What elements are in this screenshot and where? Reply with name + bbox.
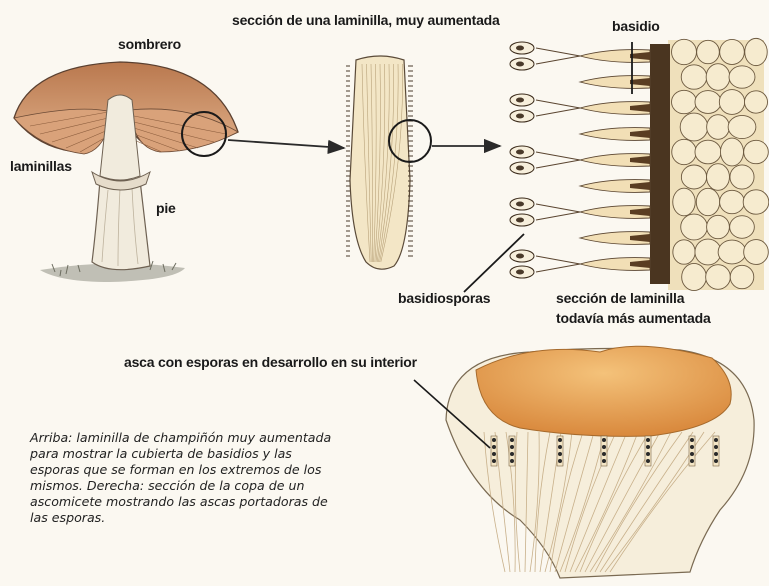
mushroom-gills-left [14,109,112,154]
label-basidio: basidio [612,18,660,34]
figure-caption: Arriba: laminilla de champiñón muy aumen… [30,430,430,526]
caption-line: esporas que se forman en los extremos de… [30,462,430,478]
caption-line: Arriba: laminilla de champiñón muy aumen… [30,430,430,446]
caption-line: mismos. Derecha: sección de la copa de u… [30,478,430,494]
caption-line: ascomicete mostrando las ascas portadora… [30,494,430,510]
basidiospore-pointer [464,234,524,292]
label-asca: asca con esporas en desarrollo en su int… [124,354,417,370]
label-sombrero: sombrero [118,36,181,52]
label-seccion-mas-1: sección de laminilla [556,290,684,306]
label-laminillas: laminillas [10,158,72,174]
label-seccion-laminilla: sección de una laminilla, muy aumentada [232,12,500,28]
label-seccion-mas-2: todavía más aumentada [556,310,711,326]
label-basidiosporas: basidiosporas [398,290,490,306]
caption-line: para mostrar la cubierta de basidios y l… [30,446,430,462]
ascomycete-cup-illustration [414,346,754,578]
cup-hymenium [476,346,731,436]
basidia-section-illustration [464,38,769,292]
label-pie: pie [156,200,176,216]
gill-section-shape [350,56,410,269]
caption-line: las esporas. [30,510,430,526]
gill-section-illustration [346,56,431,269]
arrow-to-gill-section [228,140,344,148]
mushroom-stem [92,180,150,270]
